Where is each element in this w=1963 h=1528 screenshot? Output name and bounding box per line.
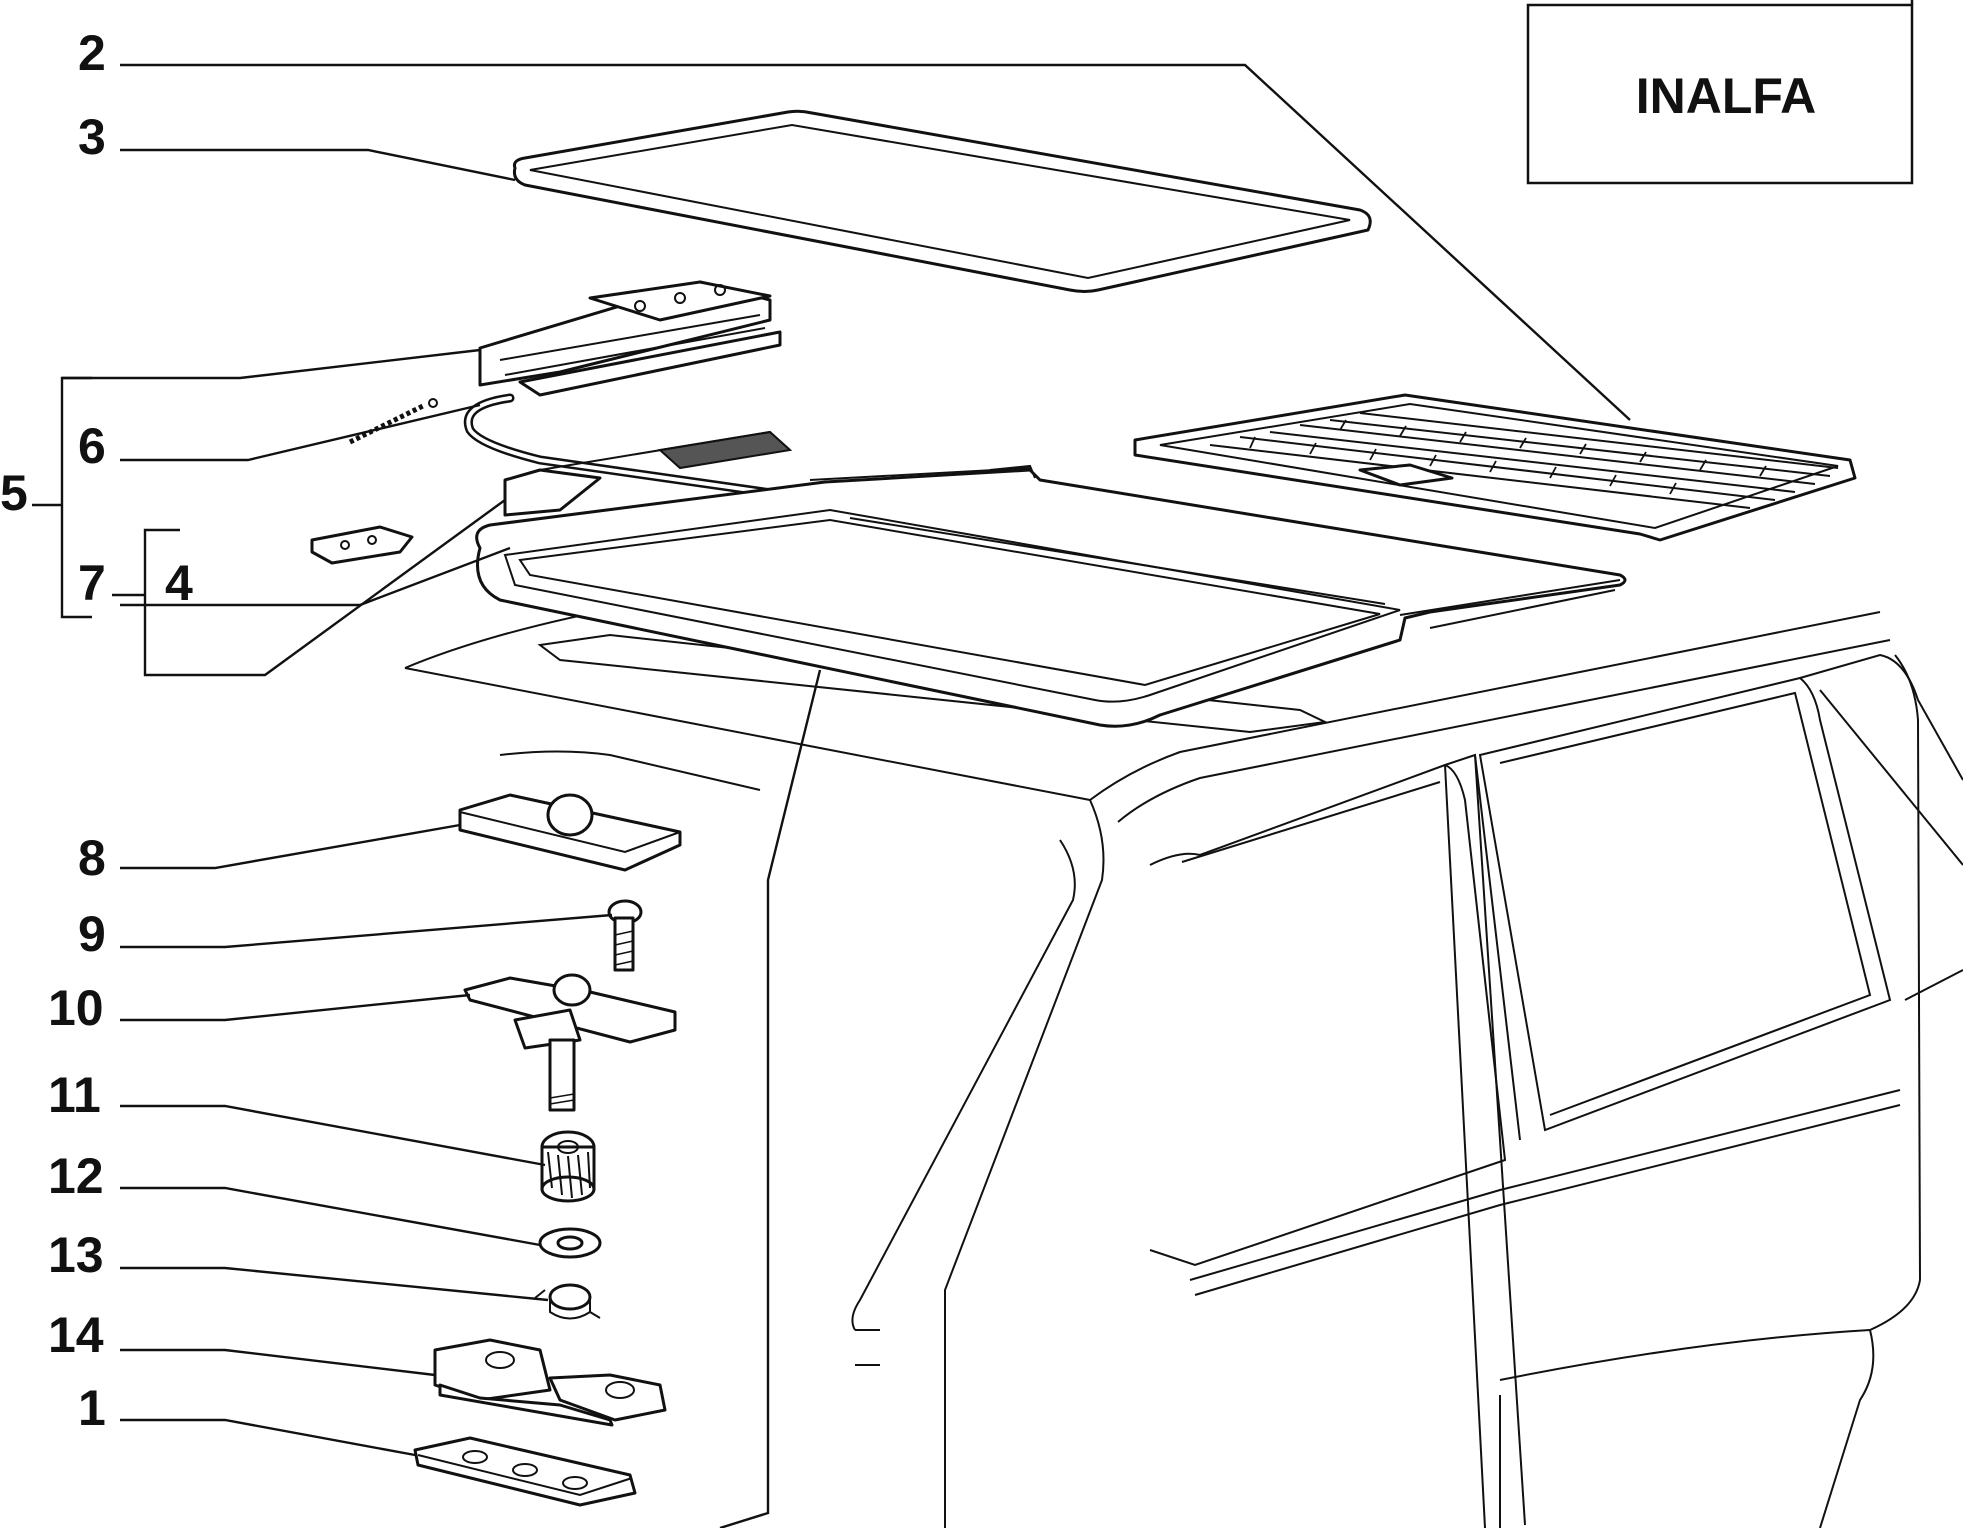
- callout-14: 14: [48, 1307, 104, 1363]
- part-3-roof-seal: [513, 109, 1372, 293]
- callout-3: 3: [78, 109, 106, 165]
- sunroof-frame: [475, 464, 1627, 728]
- car-body: [404, 588, 1963, 1528]
- callout-8: 8: [78, 830, 106, 886]
- part-6-spring: [348, 398, 438, 445]
- callouts: 2 3 5 6 7 4 8 9 10 11 12 13 14 1: [0, 25, 193, 1436]
- part-10-crank-bracket: [463, 973, 677, 1112]
- callout-7: 7: [78, 555, 106, 611]
- part-14-housing: [433, 1338, 667, 1427]
- part-13-clip: [534, 1283, 601, 1320]
- part-11-gear: [540, 1130, 596, 1203]
- brand-box: INALFA: [1526, 0, 1914, 185]
- callout-12: 12: [48, 1148, 104, 1204]
- part-9-screw: [607, 899, 643, 972]
- callout-4: 4: [165, 555, 193, 611]
- part-4-plate: [310, 525, 414, 565]
- part-12-washer: [538, 1227, 602, 1259]
- callout-1: 1: [78, 1380, 106, 1436]
- callout-6: 6: [78, 418, 106, 474]
- callout-9: 9: [78, 906, 106, 962]
- part-2-sliding-shade: [1133, 393, 1857, 542]
- callout-11: 11: [48, 1067, 101, 1123]
- leader-lines: [32, 63, 1631, 1528]
- brand-label: INALFA: [1636, 68, 1817, 124]
- part-5-drive-mechanism: [464, 280, 825, 505]
- callout-13: 13: [48, 1227, 104, 1283]
- part-7-deflector: [503, 430, 793, 517]
- callout-10: 10: [48, 980, 104, 1036]
- callout-2: 2: [78, 25, 106, 81]
- part-1-base-plate: [413, 1436, 637, 1507]
- part-8-handle-cover: [458, 793, 682, 872]
- callout-5: 5: [0, 465, 28, 521]
